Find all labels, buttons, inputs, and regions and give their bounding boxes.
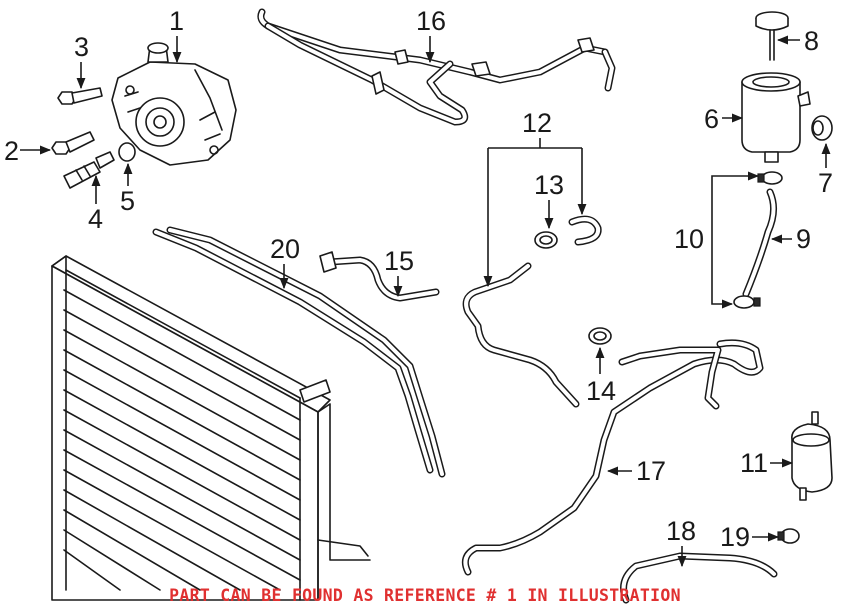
- stud-4: [63, 151, 115, 189]
- callout-label-15: 15: [384, 246, 414, 276]
- hose-clamp-14: [588, 327, 612, 345]
- callout-2: 2: [4, 136, 52, 166]
- line-15: [319, 251, 440, 302]
- hose-clamp-13: [534, 231, 558, 249]
- callout-14: 14: [586, 346, 616, 406]
- callout-12: 12: [483, 108, 587, 288]
- callout-label-3: 3: [74, 32, 89, 62]
- hose-clamp-10-lower: [733, 295, 761, 309]
- callout-10: 10: [674, 171, 760, 309]
- callout-4: 4: [88, 174, 103, 234]
- cooler-line-16: [257, 8, 616, 126]
- callout-17: 17: [606, 456, 666, 486]
- callout-18: 18: [666, 516, 696, 568]
- power-steering-pump: [111, 42, 237, 166]
- callout-label-17: 17: [636, 456, 666, 486]
- bolt-2: [51, 131, 95, 155]
- grommet-7: [811, 115, 833, 141]
- callout-label-12: 12: [522, 108, 552, 138]
- callout-label-16: 16: [416, 6, 446, 36]
- condenser: [51, 255, 371, 601]
- callout-9: 9: [770, 224, 811, 254]
- reservoir-6: [741, 72, 811, 163]
- callout-19: 19: [720, 522, 780, 552]
- callout-16: 16: [416, 6, 446, 64]
- callout-13: 13: [534, 170, 564, 230]
- callout-5: 5: [120, 162, 135, 216]
- callout-label-5: 5: [120, 186, 135, 216]
- hose-12-small: [568, 215, 602, 246]
- cooler-line-20: [152, 226, 446, 478]
- o-ring-5: [118, 142, 136, 162]
- reference-note: PART CAN BE FOUND AS REFERENCE # 1 IN IL…: [169, 586, 681, 605]
- callout-label-9: 9: [796, 224, 811, 254]
- callout-1: 1: [169, 6, 184, 64]
- callout-6: 6: [704, 104, 744, 134]
- callout-3: 3: [74, 32, 89, 90]
- filter-11: [791, 411, 833, 501]
- callout-label-11: 11: [740, 448, 768, 478]
- callout-label-6: 6: [704, 104, 719, 134]
- callout-7: 7: [818, 142, 833, 198]
- callout-11: 11: [740, 448, 794, 478]
- callout-20: 20: [270, 234, 300, 290]
- callout-label-13: 13: [534, 170, 564, 200]
- reservoir-cap-8: [755, 11, 789, 61]
- callout-label-20: 20: [270, 234, 300, 264]
- callout-label-18: 18: [666, 516, 696, 546]
- callout-8: 8: [776, 26, 819, 56]
- callout-label-2: 2: [4, 136, 19, 166]
- callout-label-4: 4: [88, 204, 103, 234]
- callout-label-1: 1: [169, 6, 184, 36]
- hose-clamp-10-upper: [757, 171, 783, 185]
- callout-label-7: 7: [818, 168, 833, 198]
- hose-clamp-19: [777, 528, 800, 544]
- callout-15: 15: [384, 246, 414, 298]
- hose-17: [461, 339, 764, 576]
- bolt-3: [57, 87, 103, 105]
- reservoir-hose-9: [742, 188, 777, 298]
- callout-label-19: 19: [720, 522, 750, 552]
- callout-label-8: 8: [804, 26, 819, 56]
- callout-label-10: 10: [674, 224, 704, 254]
- callout-label-14: 14: [586, 376, 616, 406]
- hose-12-long: [462, 262, 580, 408]
